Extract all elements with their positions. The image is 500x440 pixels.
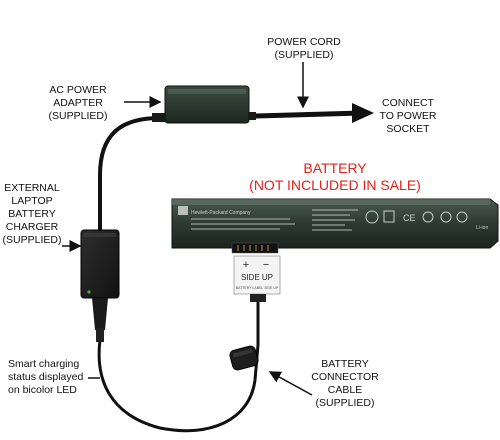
power-cord-line [256,113,362,116]
cable-label-line4: (SUPPLIED) [300,397,390,410]
battery-connector-tag: + − SIDE UP BATTERY LABEL SIDE UP [234,256,280,302]
svg-text:CE: CE [403,213,416,223]
charger-label-line4: CHARGER [0,221,64,234]
cable-label-line3: CABLE [300,384,390,397]
ac-power-adapter [152,86,256,123]
led-label-line3: on bicolor LED [8,384,98,397]
connect-socket-label: CONNECT TO POWER SOCKET [368,97,448,136]
connect-label-line1: CONNECT [368,97,448,110]
cable-label-line2: CONNECTOR [300,371,390,384]
led-status-label: Smart charging status displayed on bicol… [8,358,98,397]
ac-adapter-label: AC POWER ADAPTER (SUPPLIED) [30,84,126,123]
led-label-line1: Smart charging [8,358,98,371]
battery-label-line2: (NOT INCLUDED IN SALE) [240,177,430,194]
ac-adapter-label-line1: AC POWER [30,84,126,97]
power-cord-label-line1: POWER CORD [256,36,352,49]
charger-label-line2: LAPTOP [0,195,64,208]
led-label-line2: status displayed [8,371,98,384]
bicolor-led [87,290,90,293]
charger-label: EXTERNAL LAPTOP BATTERY CHARGER (SUPPLIE… [0,182,64,247]
charger-label-line1: EXTERNAL [0,182,64,195]
li-ion-text: Li-ion [476,225,488,231]
connect-label-line2: TO POWER [368,110,448,123]
ac-adapter-label-line3: (SUPPLIED) [30,110,126,123]
power-cord-label: POWER CORD (SUPPLIED) [256,36,352,62]
minus-symbol: − [263,259,269,271]
side-up-text: SIDE UP [241,273,273,282]
battery-brand-text: Hewlett-Packard Company [191,210,251,216]
battery-contacts [232,243,278,253]
external-charger [81,230,119,342]
charger-label-line5: (SUPPLIED) [0,234,64,247]
battery-label-line1: BATTERY [240,160,430,177]
ac-adapter-label-line2: ADAPTER [30,97,126,110]
adapter-to-charger-cable [100,118,160,232]
connector-cable-label: BATTERY CONNECTOR CABLE (SUPPLIED) [300,358,390,410]
cable-label-line1: BATTERY [300,358,390,371]
charger-label-line3: BATTERY [0,208,64,221]
laptop-battery: Hewlett-Packard Company CE Li-ion [172,199,498,253]
connect-label-line3: SOCKET [368,123,448,136]
plus-symbol: + [243,259,249,271]
battery-not-included-label: BATTERY (NOT INCLUDED IN SALE) [240,160,430,194]
label-side-up-text: BATTERY LABEL SIDE UP [236,286,279,290]
power-cord-label-line2: (SUPPLIED) [256,49,352,62]
